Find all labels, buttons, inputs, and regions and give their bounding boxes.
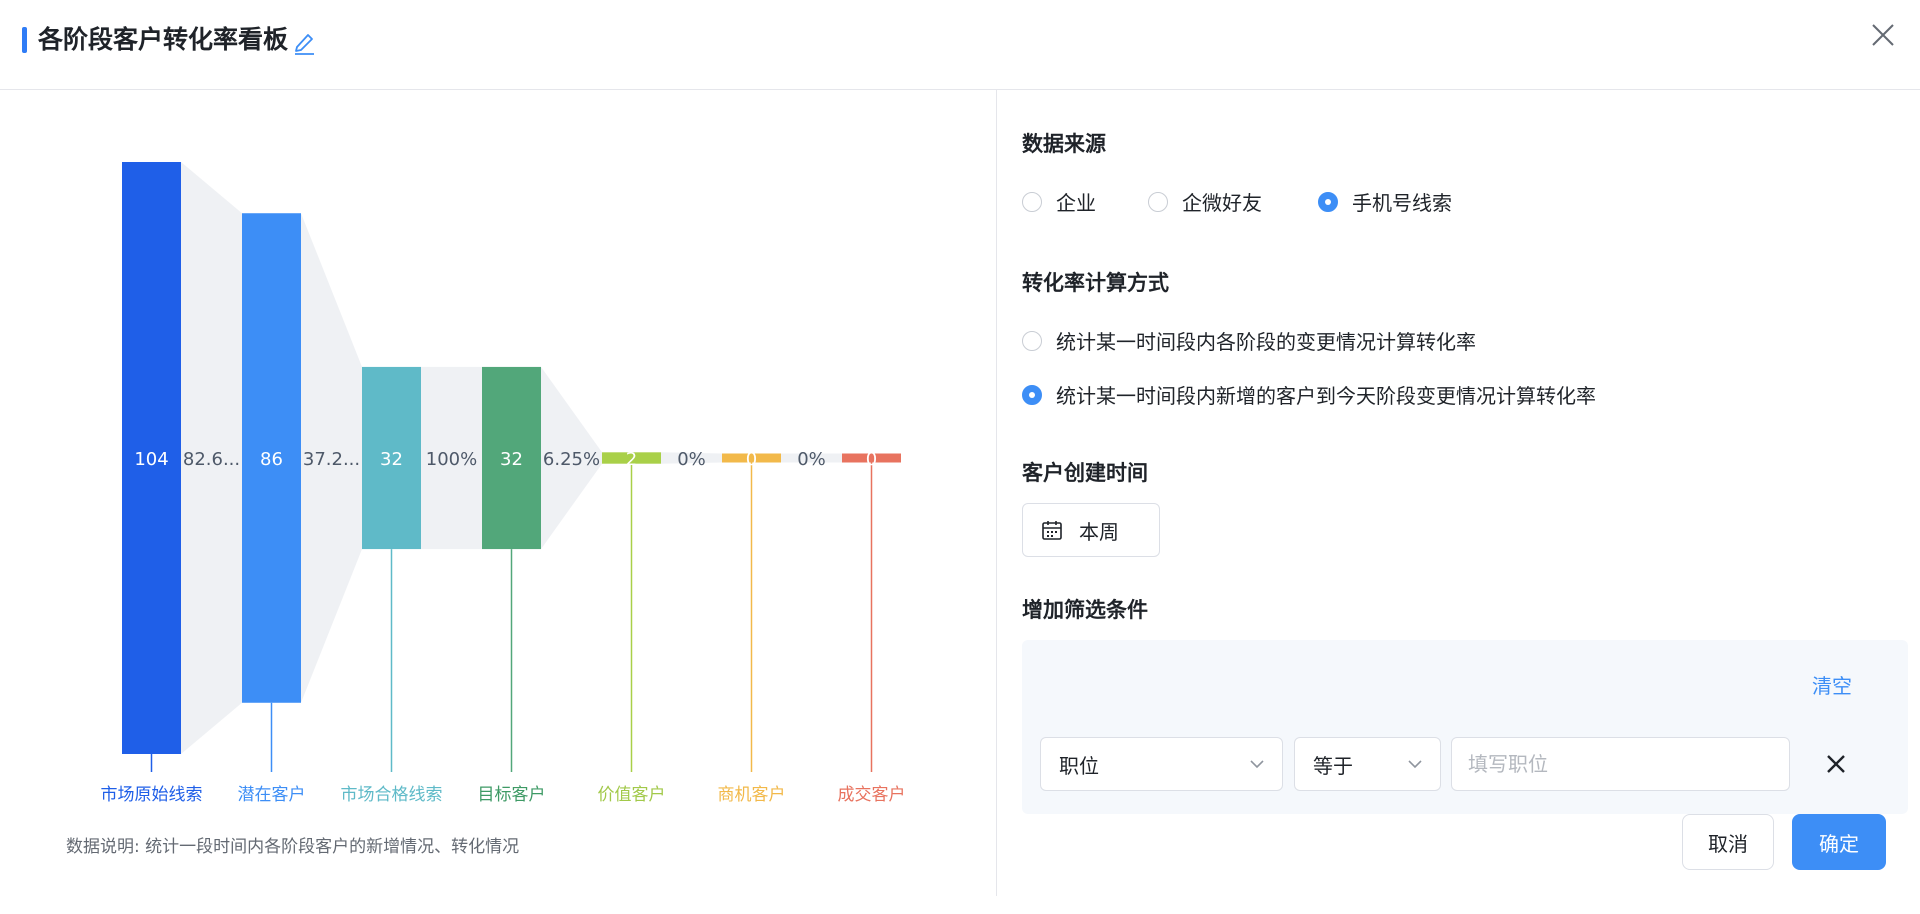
funnel-bar bbox=[122, 162, 181, 754]
calc-method-title: 转化率计算方式 bbox=[1022, 271, 1169, 295]
filter-title: 增加筛选条件 bbox=[1022, 598, 1148, 622]
radio-wecom-friend[interactable]: 企微好友 bbox=[1148, 187, 1262, 216]
data-source-title: 数据来源 bbox=[1022, 132, 1106, 156]
funnel-stage-label: 潜在客户 bbox=[238, 785, 306, 805]
close-icon[interactable] bbox=[1868, 20, 1898, 50]
funnel-connector bbox=[781, 453, 842, 463]
filter-field-select[interactable]: 职位 bbox=[1040, 737, 1283, 791]
cancel-button[interactable]: 取消 bbox=[1682, 814, 1774, 870]
dialog-title: 各阶段客户转化率看板 bbox=[38, 25, 289, 54]
radio-phone-lead[interactable]: 手机号线索 bbox=[1318, 187, 1452, 216]
funnel-stage-label: 价值客户 bbox=[598, 785, 666, 805]
funnel-connector bbox=[301, 213, 362, 703]
chevron-down-icon bbox=[1408, 760, 1422, 769]
created-time-title: 客户创建时间 bbox=[1022, 461, 1148, 485]
funnel-value-label: 104 bbox=[134, 449, 168, 470]
funnel-connector bbox=[661, 452, 722, 464]
radio-label: 手机号线索 bbox=[1352, 191, 1452, 215]
funnel-value-label: 86 bbox=[260, 449, 283, 470]
radio-enterprise[interactable]: 企业 bbox=[1022, 187, 1096, 216]
data-note: 数据说明: 统计一段时间内各阶段客户的新增情况、转化情况 bbox=[66, 837, 520, 857]
funnel-bar bbox=[482, 366, 541, 550]
filter-operator-value: 等于 bbox=[1313, 753, 1353, 778]
filter-operator-select[interactable]: 等于 bbox=[1294, 737, 1441, 791]
remove-filter-icon[interactable] bbox=[1822, 750, 1850, 778]
funnel-stage-label: 商机客户 bbox=[718, 785, 786, 805]
funnel-stage-label: 成交客户 bbox=[838, 785, 906, 805]
dialog-header: 各阶段客户转化率看板 bbox=[0, 0, 1920, 90]
funnel-connector bbox=[541, 366, 602, 550]
funnel-value-label: 2 bbox=[626, 449, 637, 470]
conversion-rate-label: 100% bbox=[426, 449, 477, 470]
funnel-chart: 82.6... 37.2... 100% 6.25% 0% 0% 104 市场原始线索 86 潜在… bbox=[0, 90, 996, 810]
radio-circle bbox=[1148, 191, 1168, 212]
funnel-chart-svg: 82.6... 37.2... 100% 6.25% 0% 0% 104 市场原始线索 86 潜在… bbox=[101, 162, 906, 805]
funnel-bar bbox=[602, 452, 661, 464]
confirm-button[interactable]: 确定 bbox=[1792, 814, 1886, 870]
calendar-icon bbox=[1042, 521, 1062, 540]
conversion-rate-label: 6.25% bbox=[543, 449, 600, 470]
date-range-value: 本周 bbox=[1079, 519, 1119, 544]
conversion-rate-label: 37.2... bbox=[303, 449, 360, 470]
radio-circle bbox=[1022, 191, 1042, 212]
funnel-bar bbox=[842, 453, 901, 463]
funnel-connector bbox=[421, 366, 482, 550]
panel-divider bbox=[996, 90, 997, 896]
radio-circle bbox=[1022, 330, 1042, 351]
funnel-value-label: 0 bbox=[866, 449, 877, 470]
radio-label: 企业 bbox=[1056, 191, 1096, 215]
radio-circle bbox=[1022, 384, 1042, 405]
funnel-bar bbox=[362, 366, 421, 550]
filter-value-input[interactable] bbox=[1451, 737, 1790, 791]
radio-label: 统计某一时间段内各阶段的变更情况计算转化率 bbox=[1056, 330, 1476, 354]
conversion-rate-label: 0% bbox=[677, 449, 706, 470]
conversion-rate-label: 0% bbox=[797, 449, 826, 470]
funnel-stage-label: 市场合格线索 bbox=[341, 785, 443, 805]
filter-field-value: 职位 bbox=[1059, 753, 1099, 778]
funnel-stage-label: 市场原始线索 bbox=[101, 785, 203, 805]
title-accent-bar bbox=[22, 27, 27, 53]
chevron-down-icon bbox=[1250, 760, 1264, 769]
radio-calc-stage-change[interactable]: 统计某一时间段内各阶段的变更情况计算转化率 bbox=[1022, 326, 1476, 355]
funnel-value-label: 0 bbox=[746, 449, 757, 470]
funnel-stage-label: 目标客户 bbox=[478, 785, 546, 805]
conversion-rate-label: 82.6... bbox=[183, 449, 240, 470]
edit-icon[interactable] bbox=[292, 28, 318, 56]
radio-circle bbox=[1318, 191, 1338, 212]
funnel-connector bbox=[181, 162, 242, 754]
clear-filters-link[interactable]: 清空 bbox=[1812, 674, 1852, 698]
radio-label: 企微好友 bbox=[1182, 191, 1262, 215]
funnel-bar bbox=[722, 453, 781, 463]
radio-calc-new-customer[interactable]: 统计某一时间段内新增的客户到今天阶段变更情况计算转化率 bbox=[1022, 380, 1596, 409]
funnel-value-label: 32 bbox=[380, 449, 403, 470]
funnel-bar bbox=[242, 213, 301, 703]
radio-label: 统计某一时间段内新增的客户到今天阶段变更情况计算转化率 bbox=[1056, 384, 1596, 408]
date-range-picker[interactable]: 本周 bbox=[1022, 503, 1160, 557]
funnel-value-label: 32 bbox=[500, 449, 523, 470]
